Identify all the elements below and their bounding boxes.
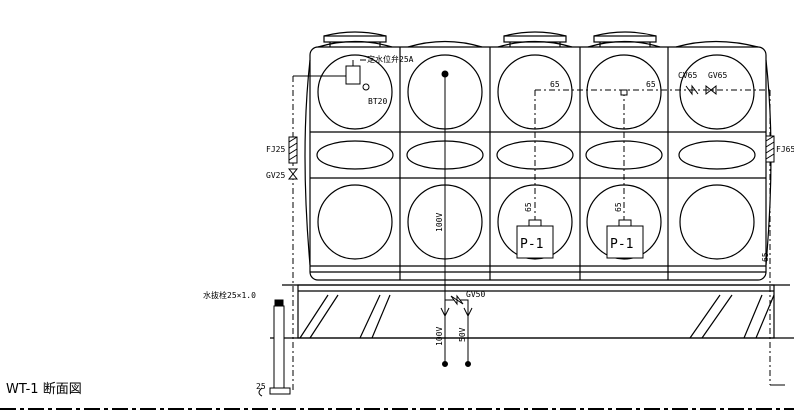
fj65-label: FJ65 (776, 145, 794, 154)
pipe65-vertical-label-1: 65 (524, 202, 533, 212)
pipe65-label-b: 65 (646, 80, 656, 89)
float-valve-label: 定水位弁25A (367, 54, 414, 64)
manhole-1 (323, 31, 387, 47)
pipe65-label-a: 65 (550, 80, 560, 89)
gv65-label: GV65 (708, 71, 727, 80)
top-bulge-2 (407, 40, 483, 48)
pipe65-right-label: 65 (761, 252, 770, 262)
manhole-2 (503, 31, 567, 47)
pipe100v-low-label: 100V (435, 327, 444, 346)
pump-label-a: P-1 (520, 237, 543, 252)
manhole-3 (593, 31, 657, 47)
gv25-label: GV25 (266, 171, 285, 180)
pump-label-b: P-1 (610, 237, 633, 252)
drawing-title: WT-1 断面図 (6, 382, 82, 397)
labels: 定水位弁25A BT20 65 65 CV65 GV65 FJ25 GV25 F… (203, 54, 794, 391)
pipe100v-label: 100V (435, 213, 444, 232)
pipe50v-label: 50V (458, 327, 467, 342)
top-bulge-5 (675, 40, 759, 48)
bt-label: BT20 (368, 97, 387, 106)
cv65-label: CV65 (678, 71, 697, 80)
manholes (323, 31, 657, 47)
pipe65-vertical-label-2: 65 (614, 202, 623, 212)
tank-outline (309, 46, 767, 281)
left-side-bulge (304, 59, 311, 266)
fj25-label: FJ25 (266, 145, 285, 154)
drain-plug-label: 水抜栓25×1.0 (203, 290, 256, 300)
piping (258, 59, 785, 397)
tank-body (304, 40, 772, 281)
gv50-label: GV50 (466, 290, 485, 299)
size25-label: 25 (256, 382, 266, 391)
foundation (270, 284, 794, 339)
